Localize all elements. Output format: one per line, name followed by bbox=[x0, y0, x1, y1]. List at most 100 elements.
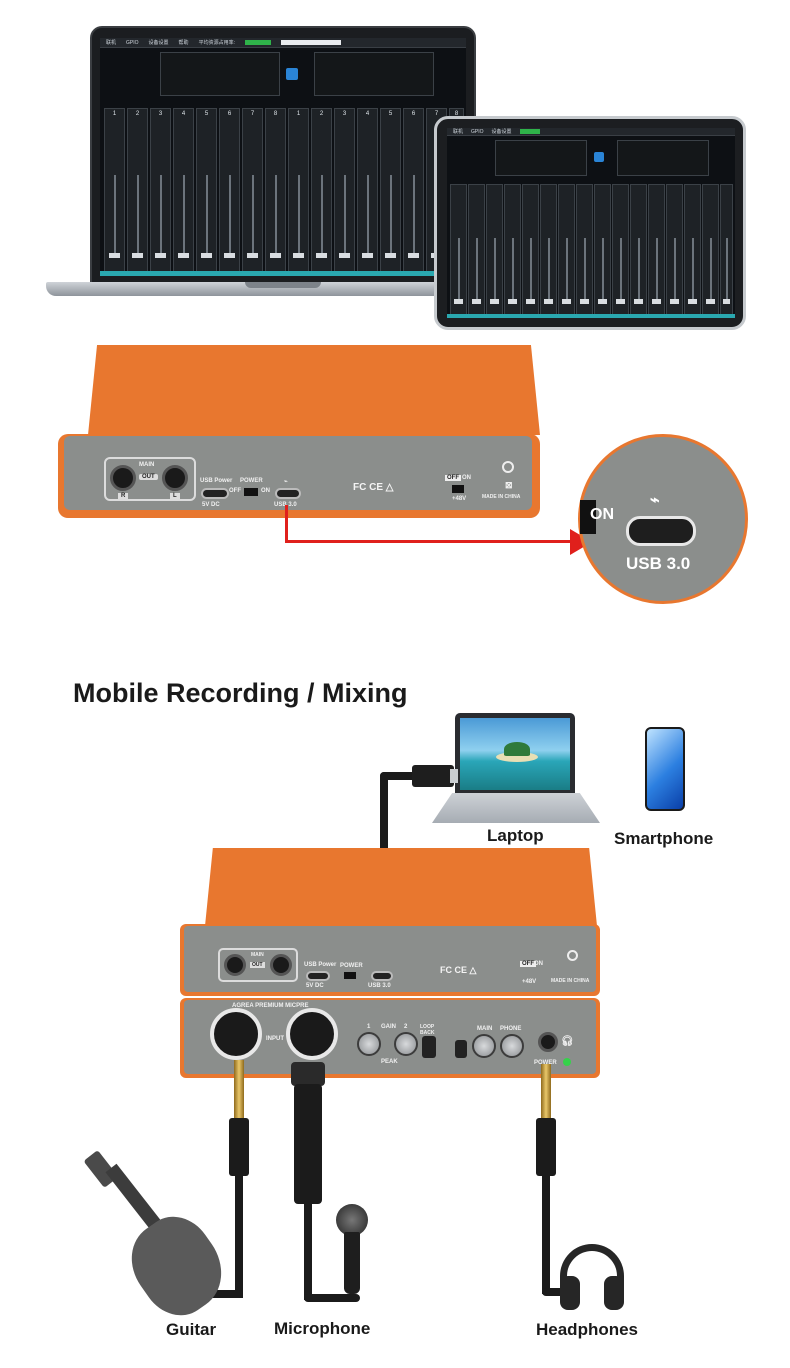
home-icon bbox=[286, 68, 298, 80]
tablet-channel-strip bbox=[666, 184, 683, 318]
tablet-channel-strip bbox=[522, 184, 539, 318]
cert-logos: FC CE △ bbox=[353, 482, 394, 493]
arrow-line-vertical bbox=[285, 505, 288, 543]
xlr-plug-head bbox=[291, 1062, 325, 1086]
channel-number: 1 bbox=[112, 111, 117, 117]
preamp-label: AGREA PREMIUM MICPRE bbox=[232, 1003, 309, 1009]
mic-cable-horizontal bbox=[304, 1294, 360, 1302]
tablet-menu-bar: 联机 GPIO 设备设置 bbox=[447, 128, 735, 136]
mixer-footer bbox=[100, 271, 466, 276]
loopback-button[interactable] bbox=[422, 1036, 436, 1058]
section-heading: Mobile Recording / Mixing bbox=[73, 678, 408, 708]
device2-made-in: MADE IN CHINA bbox=[551, 978, 590, 984]
made-in-label: MADE IN CHINA bbox=[482, 494, 521, 500]
usb-power-label: USB Power bbox=[200, 478, 233, 484]
tablet-channel-strip bbox=[720, 184, 733, 318]
tablet-channel-strip bbox=[576, 184, 593, 318]
usb30-port bbox=[275, 488, 301, 499]
channel-number: 6 bbox=[227, 111, 232, 117]
laptop-channel-strip: 5 bbox=[380, 108, 401, 276]
microphone-body bbox=[344, 1232, 360, 1294]
l-label: L bbox=[170, 493, 180, 499]
device2-usb-power-port bbox=[306, 971, 330, 981]
main-out-jack-group bbox=[104, 457, 196, 501]
laptop-illustration-base bbox=[432, 793, 600, 823]
headphone-cable-horizontal bbox=[542, 1288, 566, 1296]
headphones-right-cup bbox=[604, 1276, 624, 1310]
device-top-cover bbox=[88, 345, 540, 435]
island-icon bbox=[496, 752, 538, 762]
gain2-knob[interactable] bbox=[394, 1032, 418, 1056]
tablet-cpu-bar bbox=[519, 129, 540, 134]
zoom-on-label: ON bbox=[590, 506, 614, 523]
channel-number: 1 bbox=[296, 111, 301, 117]
laptop-channel-strip: 4 bbox=[357, 108, 378, 276]
laptop-channel-strip: 6 bbox=[403, 108, 424, 276]
loopback-label: LOOP BACK bbox=[420, 1024, 435, 1036]
tablet-channel-strip bbox=[684, 184, 701, 318]
power-label: POWER bbox=[240, 478, 263, 484]
menu-gpio: GPIO bbox=[126, 39, 139, 46]
headphone-cable-vertical bbox=[542, 1176, 550, 1294]
channel-number: 4 bbox=[181, 111, 186, 117]
device2-power-switch bbox=[344, 972, 356, 979]
channel-number: 7 bbox=[434, 111, 439, 117]
tablet-mixer-footer bbox=[447, 314, 735, 318]
laptop-illustration-screen bbox=[460, 718, 570, 790]
input2-combo-jack bbox=[286, 1008, 338, 1060]
device2-top-cover bbox=[205, 848, 597, 926]
phantom-off-label: OFF bbox=[445, 475, 461, 481]
main-label: MAIN bbox=[477, 1026, 493, 1032]
gain-label: GAIN bbox=[381, 1024, 396, 1030]
tablet-input-meters bbox=[495, 140, 587, 176]
power-led bbox=[563, 1058, 571, 1066]
laptop-channel-strip: 3 bbox=[150, 108, 171, 276]
usb-a-tip bbox=[450, 769, 458, 783]
laptop-mixer-screen: 联机 GPIO 设备设置 帮助 平均资源占用率: 1 2 3 4 5 6 7 8… bbox=[100, 38, 466, 276]
laptop-channel-strip: 1 bbox=[104, 108, 125, 276]
out-badge: OUT bbox=[139, 474, 158, 480]
headphones-left-cup bbox=[560, 1276, 580, 1310]
guitar-cable-vertical bbox=[235, 1176, 243, 1298]
channel-number: 8 bbox=[454, 111, 459, 117]
phone-knob[interactable] bbox=[500, 1034, 524, 1058]
smartphone-illustration bbox=[645, 727, 685, 811]
channel-number: 3 bbox=[342, 111, 347, 117]
input-meters bbox=[160, 52, 280, 96]
tablet-channel-strip bbox=[648, 184, 665, 318]
mono-stereo-button[interactable] bbox=[455, 1040, 467, 1058]
device2-main-out-group bbox=[218, 948, 298, 982]
device2-main-label: MAIN bbox=[251, 952, 264, 958]
power-off-label: OFF bbox=[229, 488, 241, 494]
laptop-channel-strip: 5 bbox=[196, 108, 217, 276]
channel-number: 5 bbox=[388, 111, 393, 117]
tablet-channel-strip bbox=[558, 184, 575, 318]
channel-number: 2 bbox=[319, 111, 324, 117]
gain-ch1-label: 1 bbox=[367, 1024, 371, 1030]
ground-icon bbox=[502, 461, 514, 473]
main-knob[interactable] bbox=[472, 1034, 496, 1058]
device2-out-badge: OUT bbox=[250, 962, 265, 968]
guitar-caption: Guitar bbox=[166, 1320, 217, 1339]
palm-tree-icon bbox=[504, 742, 530, 756]
device2-l-jack bbox=[270, 954, 292, 976]
dc-label: 5V DC bbox=[202, 502, 220, 508]
gain1-knob[interactable] bbox=[357, 1032, 381, 1056]
power-switch[interactable] bbox=[244, 488, 258, 496]
laptop-caption: Laptop bbox=[487, 826, 544, 845]
zoom-usb30-label: USB 3.0 bbox=[626, 554, 691, 573]
front-power-label: POWER bbox=[534, 1060, 557, 1066]
tablet-channel-strip bbox=[630, 184, 647, 318]
phantom-switch[interactable] bbox=[452, 485, 464, 493]
device2-usb30-label: USB 3.0 bbox=[368, 983, 391, 989]
laptop-channel-strip: 8 bbox=[265, 108, 286, 276]
phantom-48-label: +48V bbox=[452, 496, 467, 502]
channel-number: 5 bbox=[204, 111, 209, 117]
main-out-l-jack bbox=[162, 465, 188, 491]
usb-cable-vertical bbox=[380, 772, 388, 882]
device2-usb30-port bbox=[371, 971, 393, 981]
main-out-r-jack bbox=[110, 465, 136, 491]
laptop-notch bbox=[245, 282, 321, 288]
tablet-output-meters bbox=[617, 140, 709, 176]
usb-symbol-icon: ⌁ bbox=[284, 479, 288, 485]
